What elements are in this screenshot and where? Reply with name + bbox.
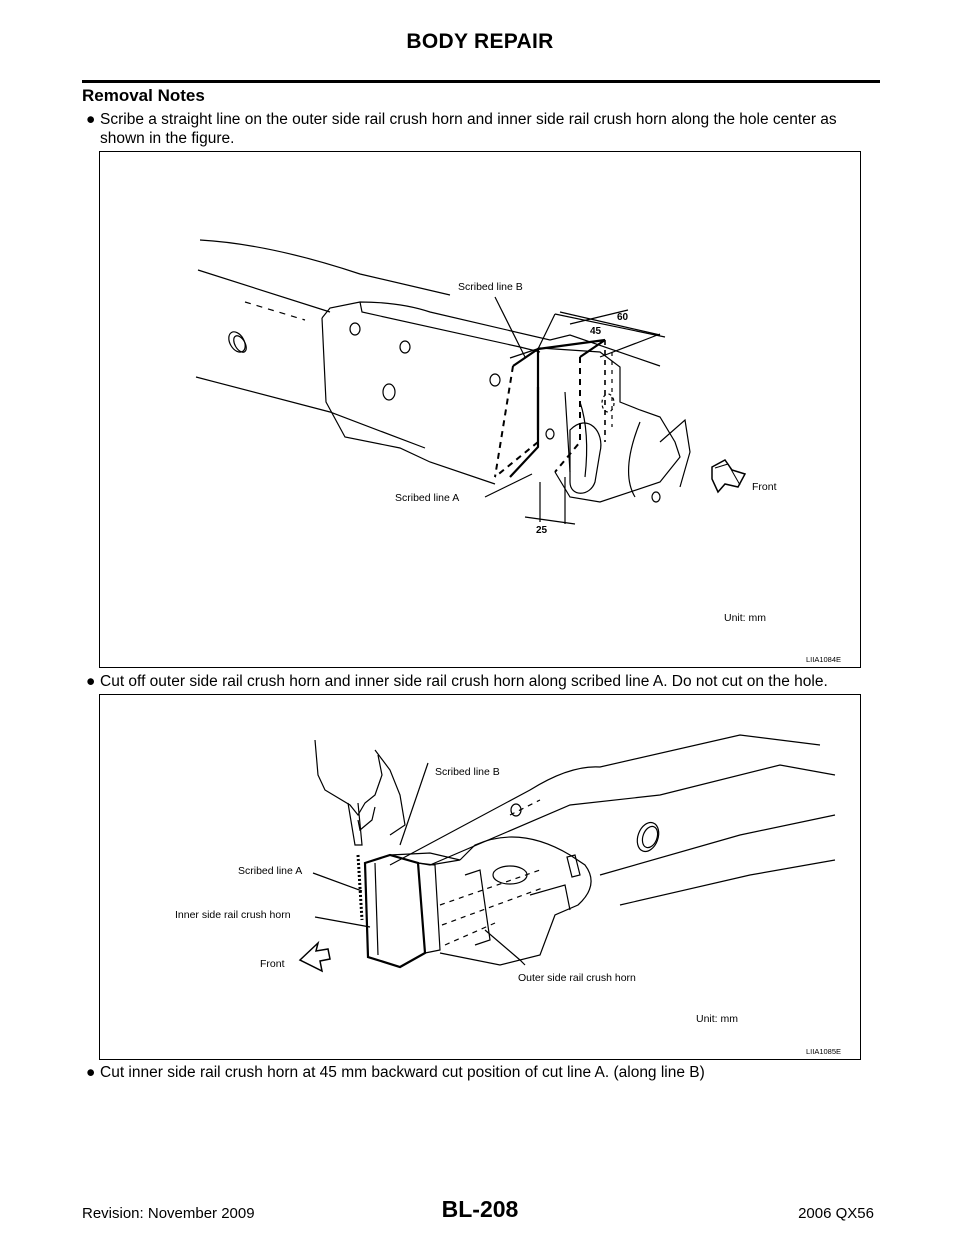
bullet-text: Scribe a straight line on the outer side… — [100, 111, 837, 147]
footer-page-number: BL-208 — [441, 1196, 519, 1222]
page-header-title: BODY REPAIR — [406, 30, 554, 53]
callout-scribed-line-a: Scribed line A — [395, 492, 460, 504]
bullet-dot-icon: ● — [86, 111, 96, 128]
callout-front: Front — [752, 481, 777, 493]
dimension-25: 25 — [536, 525, 548, 536]
dimension-45: 45 — [590, 326, 602, 337]
footer-model: 2006 QX56 — [798, 1205, 874, 1222]
figure2-id: LIIA1085E — [806, 1047, 842, 1056]
bullet-dot-icon: ● — [86, 673, 96, 690]
bullet-text: Cut inner side rail crush horn at 45 mm … — [100, 1064, 705, 1081]
header-divider — [82, 80, 880, 83]
callout-front: Front — [260, 958, 285, 970]
bullet-item: ● Scribe a straight line on the outer si… — [86, 110, 880, 148]
callout-scribed-line-a: Scribed line A — [238, 865, 303, 877]
figure1-id: LIIA1084E — [806, 655, 842, 664]
figure-scribe-lines: Scribed line B Scribed line A Front 60 4… — [99, 151, 861, 668]
bullet-item: ● Cut off outer side rail crush horn and… — [86, 672, 880, 691]
footer-revision: Revision: November 2009 — [82, 1205, 255, 1222]
callout-scribed-line-b: Scribed line B — [458, 281, 523, 293]
figure1-drawing — [195, 239, 747, 525]
bullet-dot-icon: ● — [86, 1064, 96, 1081]
bullet-item: ● Cut inner side rail crush horn at 45 m… — [86, 1063, 880, 1082]
callout-outer-crush-horn: Outer side rail crush horn — [518, 972, 636, 984]
callout-scribed-line-b: Scribed line B — [435, 766, 500, 778]
figure1-unit-label: Unit: mm — [724, 612, 766, 624]
callout-inner-crush-horn: Inner side rail crush horn — [175, 909, 291, 921]
figure2-drawing — [298, 734, 836, 973]
figure-cut-crush-horn: Scribed line B Scribed line A Inner side… — [99, 694, 861, 1060]
figure2-unit-label: Unit: mm — [696, 1013, 738, 1025]
bullet-text: Cut off outer side rail crush horn and i… — [100, 673, 828, 690]
dimension-60: 60 — [617, 312, 629, 323]
section-title: Removal Notes — [82, 86, 205, 105]
